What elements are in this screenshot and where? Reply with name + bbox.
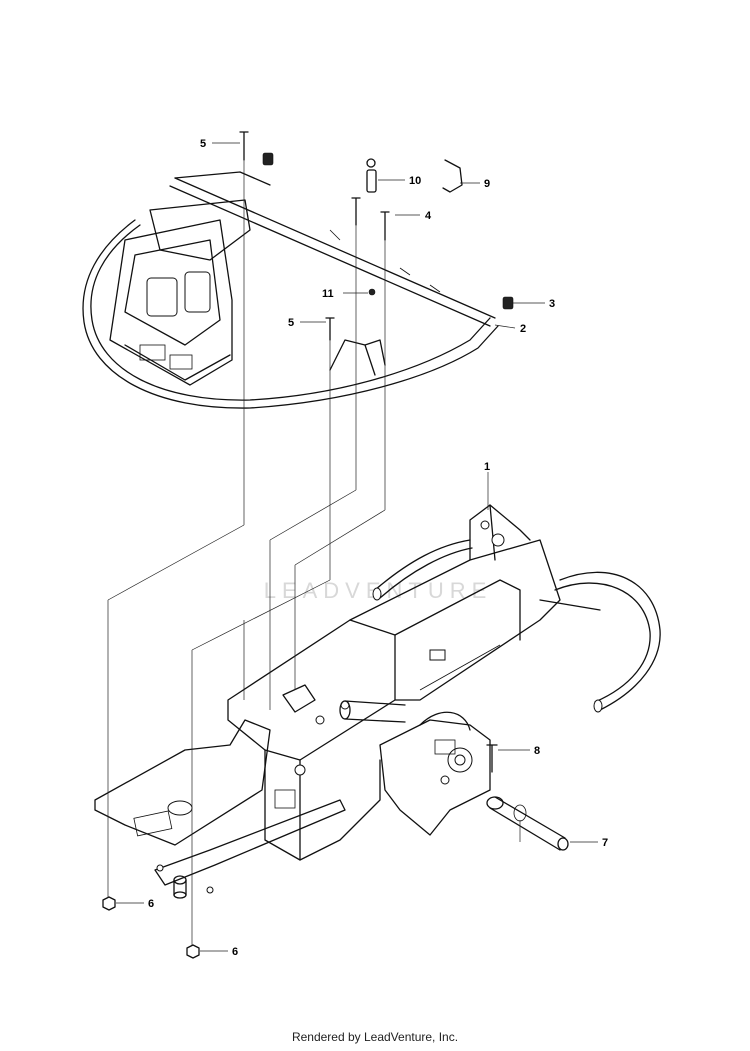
callout-6-bottom: 6 bbox=[232, 946, 238, 958]
callout-4: 4 bbox=[425, 210, 432, 222]
callout-5-mid: 5 bbox=[288, 317, 294, 329]
callout-3: 3 bbox=[549, 298, 555, 310]
hardware bbox=[102, 131, 514, 959]
callout-11: 11 bbox=[322, 288, 334, 300]
footer-credit: Rendered by LeadVenture, Inc. bbox=[291, 1030, 459, 1044]
front-bumper-frame bbox=[82, 171, 499, 409]
chassis-frame bbox=[94, 504, 661, 899]
callout-labels: 1 2 3 4 5 5 6 6 7 8 9 10 11 bbox=[148, 138, 608, 958]
callout-2: 2 bbox=[520, 323, 526, 335]
callout-10: 10 bbox=[409, 175, 421, 187]
pivot-pin bbox=[486, 796, 569, 851]
callout-8: 8 bbox=[534, 745, 540, 757]
callout-1: 1 bbox=[484, 461, 490, 473]
callout-7: 7 bbox=[602, 837, 608, 849]
leader-lines bbox=[107, 142, 598, 952]
callout-9: 9 bbox=[484, 178, 490, 190]
callout-5-top: 5 bbox=[200, 138, 206, 150]
callout-6-left: 6 bbox=[148, 898, 154, 910]
